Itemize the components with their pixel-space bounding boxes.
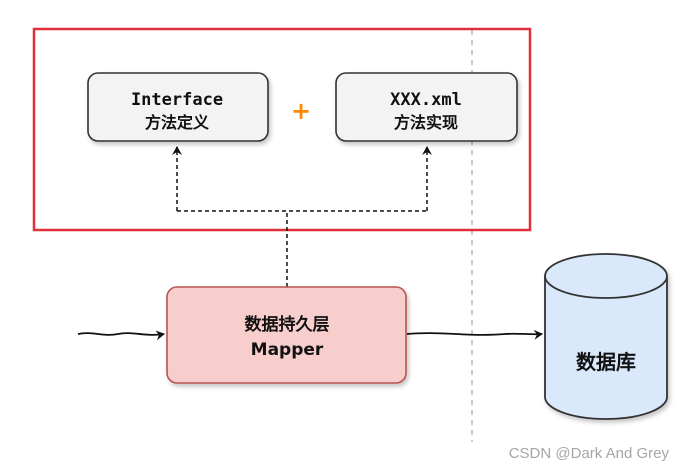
database-top (544, 253, 668, 299)
database-cylinder (544, 253, 668, 420)
definition-group-border (32, 27, 532, 232)
watermark: CSDN @Dark And Grey (509, 445, 670, 462)
mapper-box: 数据持久层 Mapper (166, 286, 407, 384)
xml-box: XXX.xml 方法实现 (335, 72, 518, 142)
xml-box-shape (335, 72, 518, 142)
interface-box: Interface 方法定义 (87, 72, 269, 142)
interface-box-shape (87, 72, 269, 142)
plus-sign: + (291, 97, 311, 125)
mapper-box-title: 数据持久层 (245, 314, 330, 335)
mapper-box-subtitle: Mapper (251, 340, 324, 360)
incoming-arrow (77, 330, 165, 341)
xml-box-title: XXX.xml (390, 90, 462, 110)
interface-box-subtitle: 方法定义 (145, 113, 209, 132)
mapper-to-database-arrow (406, 329, 543, 340)
database-label: 数据库 (576, 350, 636, 374)
interface-box-title: Interface (131, 90, 223, 110)
mapper-box-shape (166, 286, 407, 384)
database-body (544, 276, 668, 420)
dashed-connector (172, 146, 432, 287)
xml-box-subtitle: 方法实现 (394, 113, 458, 132)
